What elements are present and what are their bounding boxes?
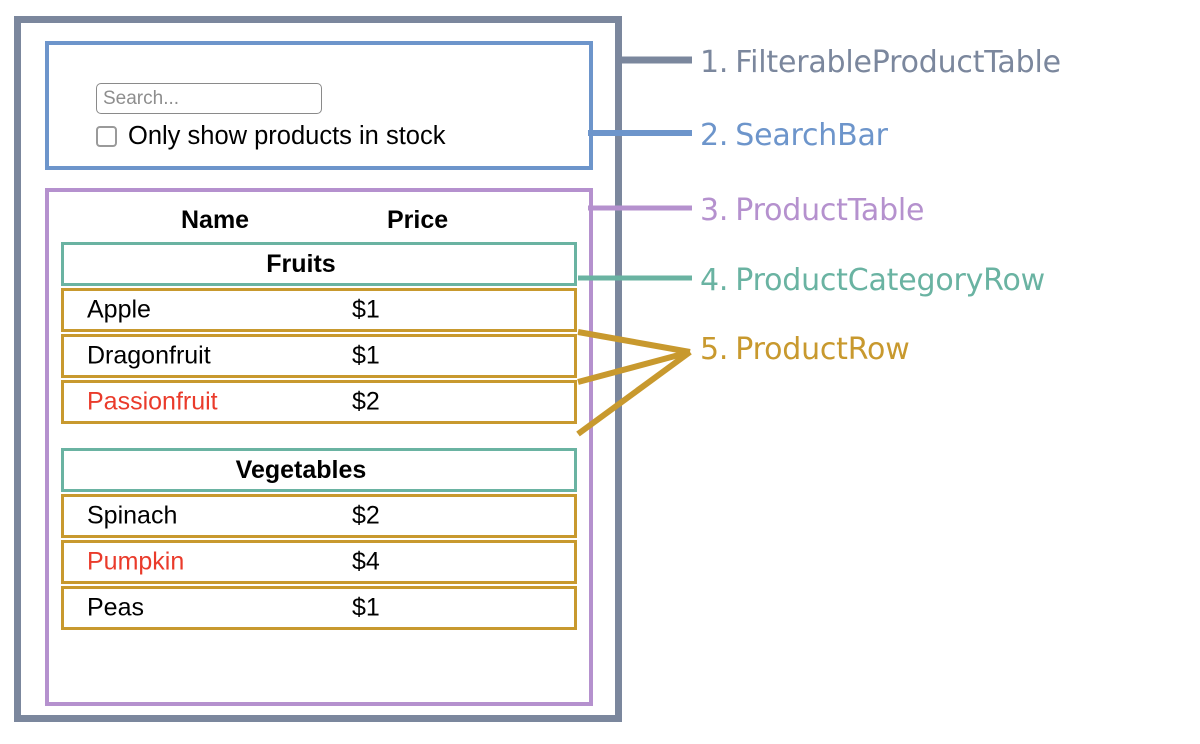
legend-number-2: 2. — [700, 118, 729, 153]
legend-label-4: ProductCategoryRow — [735, 263, 1045, 298]
product-price: $1 — [352, 295, 380, 324]
legend-number-1: 1. — [700, 45, 729, 80]
column-header-price: Price — [387, 205, 449, 234]
legend-label-5: ProductRow — [735, 332, 910, 367]
search-bar-frame: Only show products in stock — [45, 41, 593, 170]
product-name: Dragonfruit — [87, 341, 211, 370]
stock-filter-row[interactable]: Only show products in stock — [96, 122, 446, 150]
product-category-label: Vegetables — [235, 455, 367, 484]
product-row: Pumpkin $4 — [61, 540, 577, 584]
product-name: Apple — [87, 295, 151, 324]
product-name: Pumpkin — [87, 547, 185, 576]
column-header-name: Name — [181, 205, 250, 234]
product-price: $2 — [352, 387, 380, 416]
legend-item-4: 4.ProductCategoryRow — [700, 263, 1045, 298]
product-name: Spinach — [87, 501, 178, 530]
product-row: Apple $1 — [61, 288, 577, 332]
filterable-product-table-frame: Only show products in stock Name Price F… — [14, 16, 622, 722]
legend-item-3: 3.ProductTable — [700, 193, 925, 228]
legend-item-5: 5.ProductRow — [700, 332, 910, 367]
product-table-header: Name Price — [49, 198, 589, 242]
product-name: Passionfruit — [87, 387, 218, 416]
legend-item-2: 2.SearchBar — [700, 118, 888, 153]
product-row: Dragonfruit $1 — [61, 334, 577, 378]
product-category-label: Fruits — [266, 249, 336, 278]
product-category-row: Fruits — [61, 242, 577, 286]
product-price: $4 — [352, 547, 380, 576]
only-in-stock-checkbox[interactable] — [96, 126, 117, 148]
legend-number-4: 4. — [700, 263, 729, 298]
product-price: $2 — [352, 501, 380, 530]
product-row: Peas $1 — [61, 586, 577, 630]
only-in-stock-label: Only show products in stock — [128, 122, 446, 150]
search-input[interactable] — [96, 83, 322, 114]
legend-label-2: SearchBar — [735, 118, 888, 153]
product-row: Spinach $2 — [61, 494, 577, 538]
legend-label-3: ProductTable — [735, 193, 925, 228]
legend-number-3: 3. — [700, 193, 729, 228]
product-row: Passionfruit $2 — [61, 380, 577, 424]
legend-label-1: FilterableProductTable — [735, 45, 1061, 80]
product-price: $1 — [352, 593, 380, 622]
product-name: Peas — [87, 593, 144, 622]
product-price: $1 — [352, 341, 380, 370]
legend-item-1: 1.FilterableProductTable — [700, 45, 1061, 80]
product-category-row: Vegetables — [61, 448, 577, 492]
legend-number-5: 5. — [700, 332, 729, 367]
group-gap — [61, 426, 577, 448]
